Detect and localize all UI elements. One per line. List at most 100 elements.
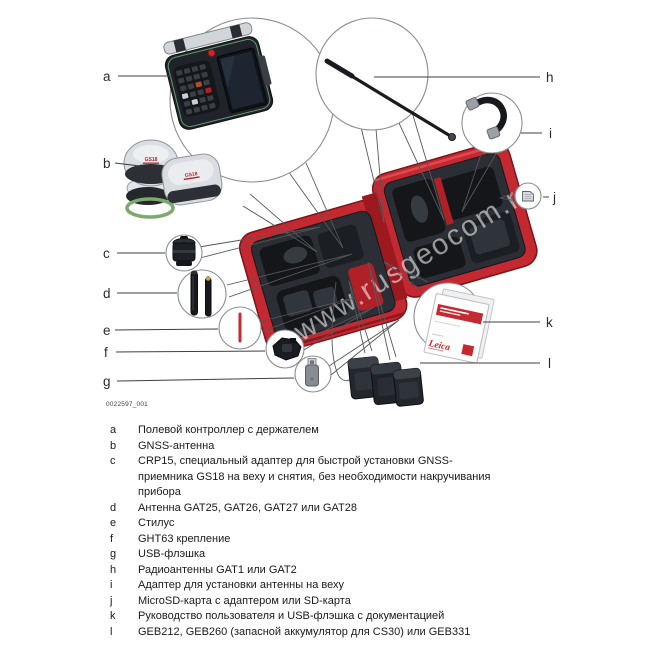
legend-item-d: d Антенна GAT25, GAT26, GAT27 или GAT28 [110, 501, 562, 517]
leader-e [114, 328, 219, 331]
callout-letter-l: l [548, 356, 551, 371]
callout-letter-b: b [103, 156, 111, 171]
legend-letter: h [110, 563, 117, 576]
legend-text: MicroSD-карта с адаптером или SD-карта [138, 594, 351, 607]
leica-logo: Leica [427, 339, 451, 354]
legend-list: a Полевой контроллер с держателем b GNSS-а… [110, 423, 562, 640]
legend-text: Антенна GAT25, GAT26, GAT27 или GAT28 [138, 501, 357, 514]
legend-letter: d [110, 501, 117, 514]
legend-text: CRP15, специальный адаптер для быстрой у… [138, 455, 491, 498]
legend-item-j: j MicroSD-карта с адаптером или SD-карта [110, 594, 562, 610]
foam-cutout [413, 236, 466, 279]
foam-block [469, 219, 511, 255]
legend-text: Стилус [138, 517, 175, 529]
callout-letter-g: g [103, 374, 111, 389]
legend-letter: i [110, 579, 113, 591]
foam-cutout [439, 166, 503, 220]
legend-text: GEB212, GEB260 (запасной аккумулятор для… [138, 625, 471, 638]
antenna-gold-tip [205, 276, 211, 281]
gs18-underline [183, 176, 200, 181]
callout-circle-d [177, 269, 227, 319]
foam-cutout [317, 224, 364, 268]
antenna-connector-tip [448, 133, 456, 141]
legend-item-e: e Стилус [110, 516, 562, 532]
callout-letter-i: i [549, 126, 552, 141]
callout-letter-e: e [103, 323, 111, 338]
legend-text: GNSS-антенна [138, 439, 215, 452]
callout-circle-h [315, 17, 429, 131]
legend-item-l: l GEB212, GEB260 (запасной аккумулятор дл… [110, 625, 562, 641]
legend-text: Руководство пользователя и USB-флэшка с … [138, 610, 445, 622]
foam-block [313, 286, 338, 309]
sd-card-illustration [522, 191, 534, 202]
legend-item-k: k Руководство пользователя и USB-флэшка с… [110, 609, 562, 625]
legend-letter: c [110, 455, 116, 467]
foam-red-recess [348, 263, 384, 311]
legend-letter: f [110, 532, 114, 545]
callout-letter-j: j [552, 190, 556, 205]
gnss-dome-1-highlight [133, 145, 169, 163]
callout-circle-i [461, 92, 523, 154]
legend-letter: j [110, 594, 113, 607]
gs18-label: GS18 [184, 171, 198, 179]
radio-antenna-illustration [324, 58, 456, 141]
legend-letter: e [110, 517, 117, 529]
equipment-case-diagram: www.rusgeocom.ru [103, 17, 556, 407]
legend-letter: g [110, 548, 117, 560]
pole-adapter-illustration [465, 96, 507, 140]
gat-antenna-illustration [190, 270, 212, 317]
transport-case-illustration [238, 141, 538, 353]
case-hinge [361, 192, 408, 303]
holder-clip [229, 24, 243, 39]
callout-letters: a b c d e f g h i j k l [103, 69, 556, 389]
manual-front-card [423, 293, 490, 364]
controller-red-button [207, 48, 216, 57]
foam-highlight [410, 195, 429, 223]
label-leader-lines [114, 75, 549, 382]
legend-letter: k [110, 610, 116, 622]
legend-letter: l [110, 625, 113, 638]
figure-number: 0022597_001 [106, 401, 148, 408]
gnss-dome-2-band [167, 184, 221, 204]
legend-item-h: h Радиоантенны GAT1 или GAT2 [110, 563, 562, 579]
callout-tails [198, 111, 518, 382]
adapter-nut [465, 97, 480, 111]
screen-reflection [220, 55, 235, 90]
gnss-dome-2: GS18 [161, 153, 223, 206]
callout-letter-c: c [103, 246, 110, 261]
leader-b [114, 162, 141, 167]
legend-text: GHT63 крепление [138, 532, 231, 545]
leader-f [115, 350, 266, 353]
gnss-dome-2-highlight [167, 159, 214, 185]
gs18-underline [143, 162, 159, 164]
holder-clip [173, 38, 187, 53]
legend-text: Полевой контроллер с держателем [138, 424, 319, 436]
adapter-nut [486, 126, 501, 140]
legend-item-f: f GHT63 крепление [110, 532, 562, 548]
callout-letter-d: d [103, 286, 111, 301]
manual-red-block [461, 344, 475, 357]
controller-keys [176, 64, 216, 115]
foam-red-recess [433, 177, 454, 226]
sd-card-contacts [524, 194, 532, 199]
field-controller-illustration [163, 22, 274, 130]
battery-illustration [347, 356, 424, 407]
leader-g [116, 377, 295, 382]
crp15-adapter-illustration [172, 236, 196, 266]
legend-text: USB-флэшка [138, 548, 206, 560]
case-rim-highlight [374, 143, 501, 182]
user-manual-illustration: Leica [423, 288, 495, 364]
usb-stick-illustration [305, 358, 319, 387]
legend-letter: a [110, 424, 117, 436]
ght63-clamp-illustration [272, 337, 302, 361]
callout-letter-k: k [546, 315, 553, 330]
legend-text: Радиоантенны GAT1 или GAT2 [138, 563, 297, 576]
foam-highlight [283, 246, 308, 264]
callout-letter-f: f [104, 345, 108, 360]
green-ring [125, 197, 175, 219]
controller-holder-bar [163, 22, 253, 55]
legend-letter: b [110, 439, 117, 452]
callout-letter-a: a [103, 69, 111, 84]
